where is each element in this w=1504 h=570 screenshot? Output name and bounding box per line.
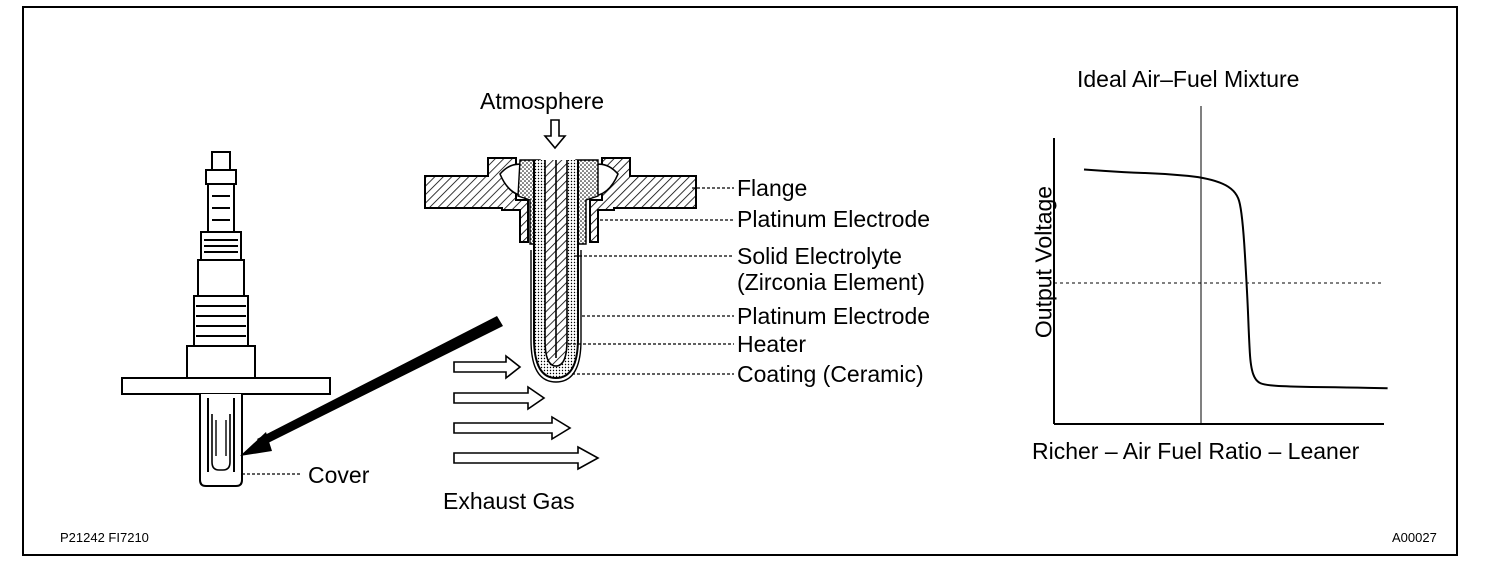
- part-leader-lines: [568, 187, 734, 375]
- chart-x-label: Richer – Air Fuel Ratio – Leaner: [1032, 438, 1360, 464]
- part-label-solid-electrolyte: Solid Electrolyte: [737, 243, 902, 269]
- part-label-platinum-electrode-inner: Platinum Electrode: [737, 303, 931, 329]
- part-label-coating: Coating (Ceramic): [737, 361, 924, 387]
- atmosphere-arrow: [543, 119, 567, 150]
- figure-frame: [22, 6, 1458, 556]
- part-label-flange: Flange: [737, 175, 808, 201]
- exhaust-arrow-1: [453, 354, 522, 380]
- sensor-terminal-collar: [205, 169, 237, 185]
- atmosphere-label: Atmosphere: [480, 88, 605, 114]
- cover-label: Cover: [308, 462, 370, 488]
- exhaust-arrow-4: [453, 445, 600, 471]
- part-label-zirconia-element: (Zirconia Element): [737, 269, 925, 295]
- output-voltage-curve: [1083, 168, 1388, 390]
- sensor-mid-body: [197, 259, 245, 297]
- sensor-base: [186, 345, 256, 379]
- figure-code-right: A00027: [1392, 530, 1437, 545]
- sensor-cross-section: [424, 119, 697, 383]
- chart-title: Ideal Air–Fuel Mixture: [1077, 66, 1300, 92]
- exhaust-gas-label: Exhaust Gas: [443, 488, 575, 514]
- figure-code-left: P21242 FI7210: [60, 530, 149, 545]
- sensor-hex-body: [193, 295, 249, 347]
- part-label-heater: Heater: [737, 331, 807, 357]
- ceramic-coating: [530, 250, 582, 383]
- exhaust-gas-arrows: [453, 354, 600, 471]
- output-voltage-chart: [1053, 106, 1388, 425]
- exhaust-arrow-3: [453, 415, 572, 441]
- cutaway-pointer-arrow: [240, 316, 503, 456]
- part-label-platinum-electrode-outer: Platinum Electrode: [737, 206, 931, 232]
- chart-y-label: Output Voltage: [1030, 185, 1057, 339]
- sensor-mount-flange: [121, 377, 331, 395]
- oxygen-sensor-illustration: [121, 151, 331, 487]
- exhaust-arrow-2: [453, 385, 546, 411]
